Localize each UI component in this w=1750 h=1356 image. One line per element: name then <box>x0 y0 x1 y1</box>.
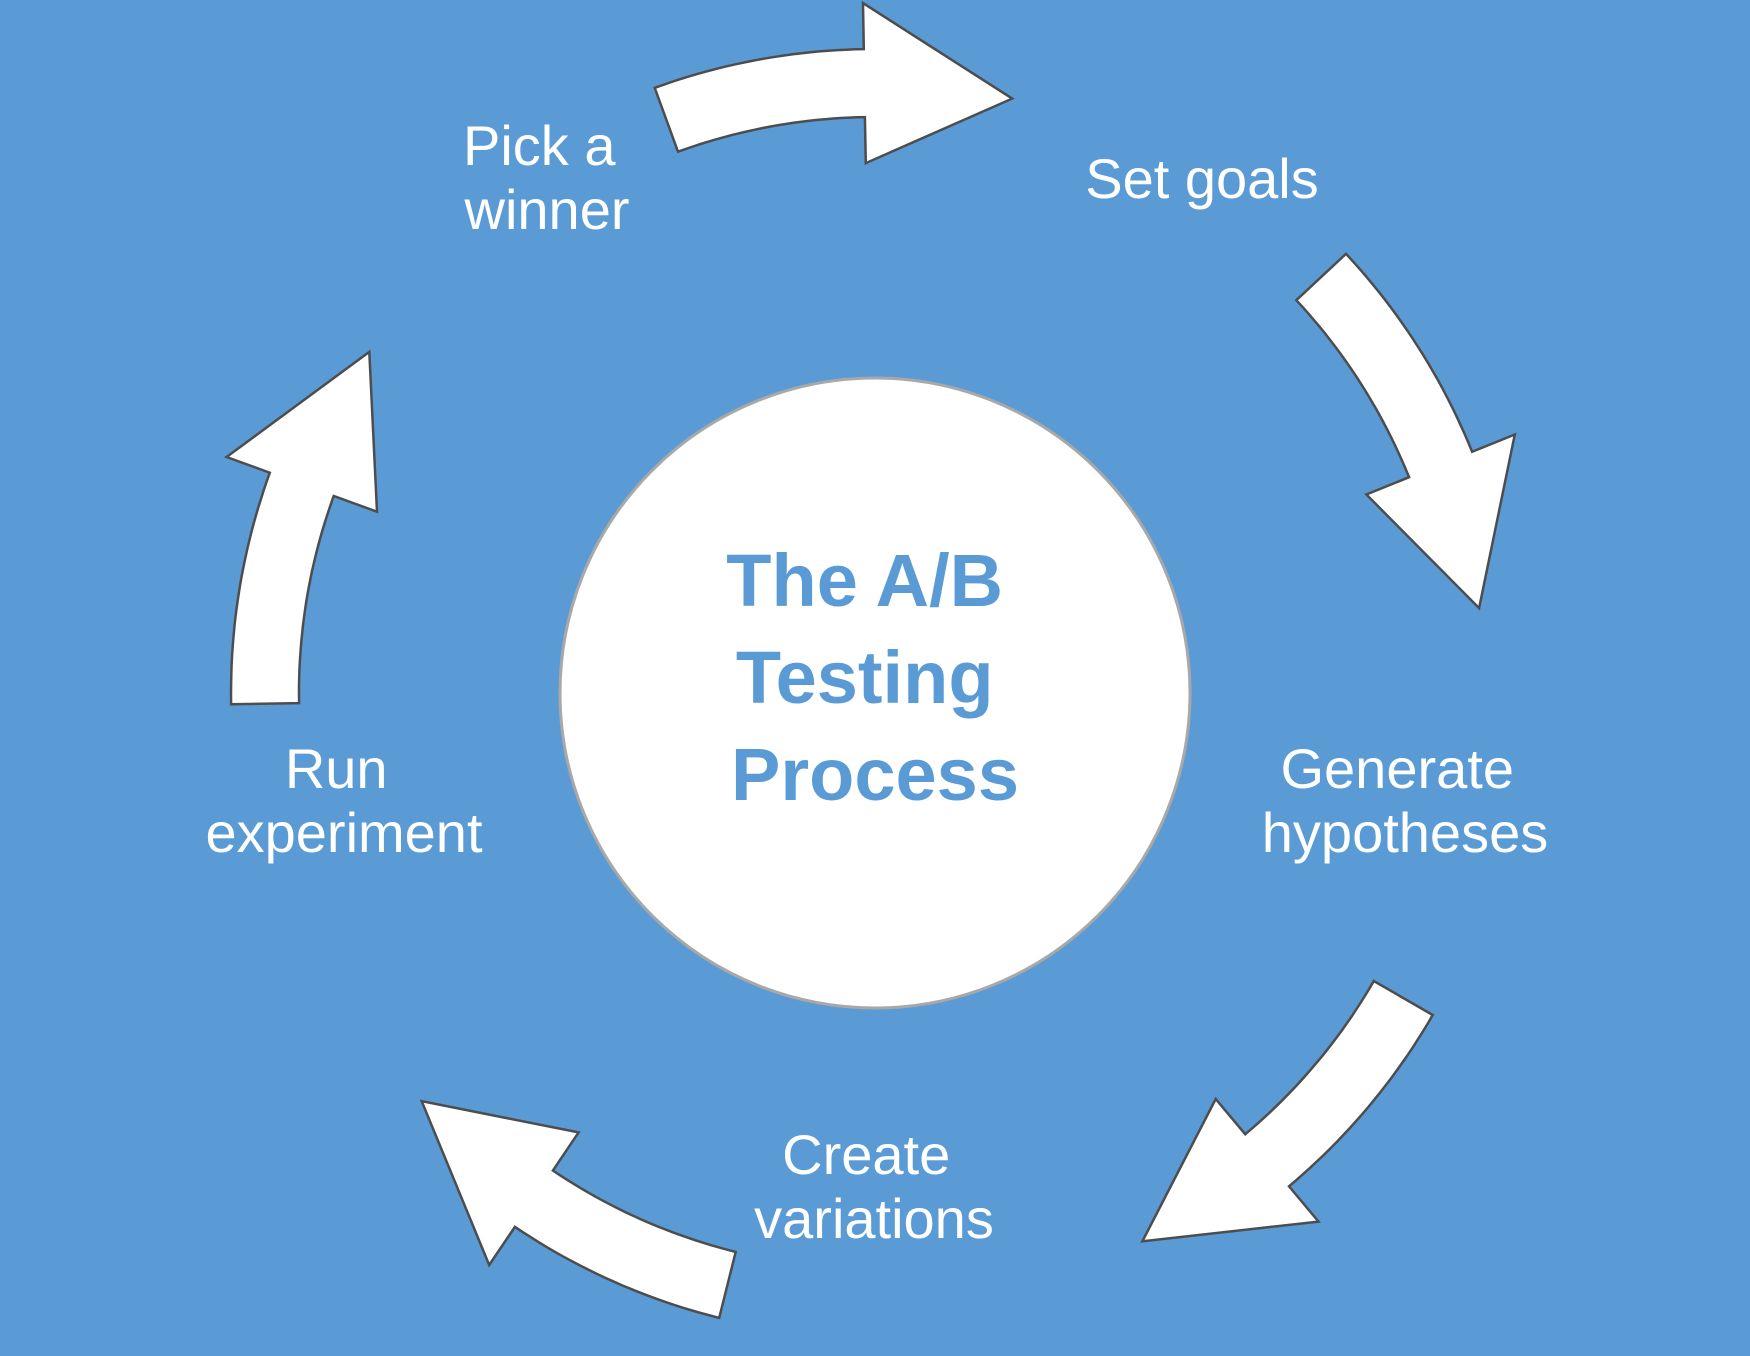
arrow-set-goals-to-generate <box>1294 252 1517 611</box>
center-title-line-1: The A/B <box>726 539 1003 622</box>
step-generate-line-1: Generate <box>1280 737 1514 800</box>
step-label-generate-hypotheses: Generate hypotheses <box>1262 737 1548 864</box>
center-circle <box>558 376 1192 1010</box>
center-title-line-3: Process <box>731 733 1019 816</box>
step-label-create-variations: Create variations <box>754 1123 994 1250</box>
step-label-run-experiment: Run experiment <box>205 737 482 864</box>
arrow-create-to-run <box>419 1099 738 1320</box>
arrow-pick-to-set-goals <box>653 0 1015 166</box>
arrow-generate-to-create <box>1140 979 1435 1243</box>
step-generate-line-2: hypotheses <box>1262 801 1548 864</box>
center-title: The A/B Testing Process <box>726 539 1023 816</box>
arrow-run-to-pick <box>223 349 379 706</box>
step-pick-line-2: winner <box>464 178 630 241</box>
step-pick-line-1: Pick a <box>463 114 616 177</box>
step-run-line-2: experiment <box>205 801 482 864</box>
step-set-goals-line-1: Set goals <box>1085 147 1319 210</box>
step-label-set-goals: Set goals <box>1085 147 1319 210</box>
step-label-pick-a-winner: Pick a winner <box>463 114 631 241</box>
cycle-arrows <box>223 0 1517 1320</box>
step-create-line-1: Create <box>782 1123 950 1186</box>
center-title-line-2: Testing <box>736 636 994 719</box>
step-run-line-1: Run <box>285 737 388 800</box>
step-create-line-2: variations <box>754 1187 994 1250</box>
